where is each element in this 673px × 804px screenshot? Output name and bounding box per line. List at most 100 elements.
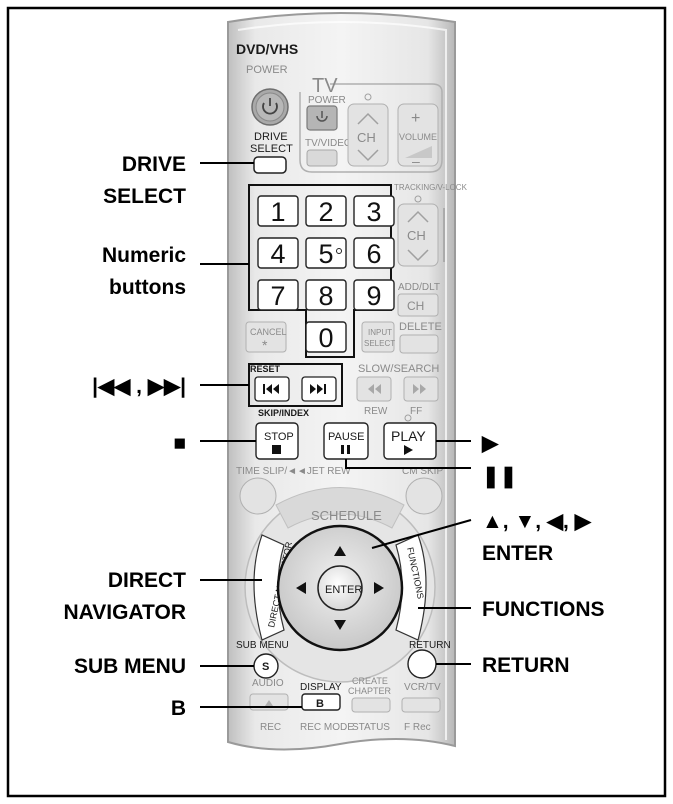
status-label: STATUS: [352, 722, 390, 733]
display-button[interactable]: B: [301, 693, 341, 711]
tv-video-button[interactable]: [306, 149, 338, 167]
dvd-vhs-label: DVD/VHS: [236, 41, 298, 57]
left-arrow-icon: [296, 582, 306, 594]
num-key-4[interactable]: 4: [257, 237, 299, 269]
tv-power-icon: [316, 111, 328, 122]
volume-label: VOLUME: [399, 132, 437, 142]
return-button[interactable]: [407, 649, 437, 679]
drive-label-2: SELECT: [250, 143, 293, 155]
svg-text:+: +: [411, 110, 420, 127]
sub-menu-label: SUB MENU: [236, 640, 289, 651]
schedule-label: SCHEDULE: [311, 508, 382, 523]
add-dlt-button[interactable]: CH: [397, 293, 439, 317]
num-key-0[interactable]: 0: [305, 321, 347, 353]
sub-menu-button[interactable]: S: [253, 653, 279, 679]
schedule-button[interactable]: [275, 487, 405, 529]
volume-rocker[interactable]: + VOLUME –: [397, 103, 439, 169]
down-arrow-icon: [334, 620, 346, 630]
skip-back-icon: [263, 384, 279, 394]
audio-label: AUDIO: [252, 678, 284, 689]
leader-lines: [200, 162, 472, 708]
callout-stop: ■: [173, 432, 186, 455]
pause-label: PAUSE: [328, 431, 364, 443]
tracking-label: TRACKING/V-LOCK: [394, 183, 468, 192]
play-icon: [404, 445, 413, 455]
cancel-button[interactable]: CANCEL *: [245, 321, 287, 353]
pause-button[interactable]: PAUSE: [323, 422, 369, 460]
rec-label: REC: [260, 722, 281, 733]
pause-icon: [341, 445, 350, 454]
delete-button[interactable]: [399, 334, 439, 354]
num-key-8[interactable]: 8: [305, 279, 347, 311]
drive-label-1: DRIVE: [254, 131, 288, 143]
tactile-dot-icon: [336, 248, 342, 254]
callout-drive-select-1: DRIVE: [122, 153, 186, 176]
num-key-label: 2: [318, 197, 333, 227]
num-key-2[interactable]: 2: [305, 195, 347, 227]
vcr-tv-button[interactable]: [401, 697, 441, 713]
cm-skip-button[interactable]: [405, 477, 443, 515]
skip-forward-icon: [310, 384, 326, 394]
functions-button[interactable]: [395, 534, 427, 641]
direct-navigator-button[interactable]: [253, 534, 285, 641]
callout-numeric-1: Numeric: [102, 244, 186, 267]
f-rec-label: F Rec: [404, 722, 431, 733]
callout-functions: FUNCTIONS: [482, 598, 605, 621]
rew-button[interactable]: [356, 376, 392, 402]
audio-icon: [265, 700, 273, 706]
stop-button[interactable]: STOP: [255, 422, 299, 460]
cm-skip-label: CM SKIP: [402, 466, 443, 477]
rec-mode-label: REC MODE: [300, 722, 354, 733]
tv-video-label: TV/VIDEO: [305, 138, 352, 149]
create-chapter-button[interactable]: [351, 697, 391, 713]
time-slip-button[interactable]: [239, 477, 277, 515]
num-key-9[interactable]: 9: [353, 279, 395, 311]
num-key-3[interactable]: 3: [353, 195, 395, 227]
num-key-label: 0: [318, 323, 333, 353]
num-key-1[interactable]: 1: [257, 195, 299, 227]
return-label: RETURN: [409, 640, 451, 651]
ch-rocker-tracking[interactable]: CH: [397, 203, 439, 267]
tv-power-button[interactable]: [306, 105, 338, 131]
tv-label: TV: [312, 75, 338, 97]
num-key-7[interactable]: 7: [257, 279, 299, 311]
rew-icon: [368, 384, 381, 394]
enter-button[interactable]: [317, 565, 363, 611]
callout-numeric-2: buttons: [109, 276, 186, 299]
num-key-label: 6: [366, 239, 381, 269]
num-key-6[interactable]: 6: [353, 237, 395, 269]
num-key-5[interactable]: 5: [305, 237, 347, 269]
input-label-2: SELECT: [364, 339, 395, 348]
stop-icon: [272, 445, 281, 454]
dvd-power-button[interactable]: [251, 88, 289, 126]
callout-b: B: [171, 697, 186, 720]
ch-rocker-top[interactable]: CH: [347, 103, 389, 167]
skip-forward-button[interactable]: [301, 376, 337, 402]
tv-power-label: POWER: [308, 95, 346, 106]
callout-direct-2: NAVIGATOR: [63, 601, 186, 624]
slow-search-label: SLOW/SEARCH: [358, 363, 439, 375]
ff-button[interactable]: [403, 376, 439, 402]
callout-cursor-1: ▲, ▼, ◀, ▶: [482, 510, 592, 533]
drive-select-button[interactable]: [253, 156, 287, 174]
play-label: PLAY: [391, 428, 426, 444]
num-key-label: 7: [270, 281, 285, 311]
play-button[interactable]: PLAY: [383, 422, 437, 460]
callout-sub-menu: SUB MENU: [74, 655, 186, 678]
input-select-button[interactable]: INPUT SELECT: [361, 321, 395, 353]
num-key-label: 1: [270, 197, 285, 227]
add-dlt-label: ADD/DLT: [398, 282, 440, 293]
skip-back-button[interactable]: [254, 376, 290, 402]
power-icon: [262, 98, 278, 115]
display-label: DISPLAY: [300, 682, 342, 693]
ff-icon: [413, 384, 426, 394]
callout-cursor-2: ENTER: [482, 542, 553, 565]
rew-label: REW: [364, 406, 388, 417]
sub-menu-key-label: S: [262, 661, 269, 673]
callout-direct-1: DIRECT: [108, 569, 186, 592]
num-key-label: 9: [366, 281, 381, 311]
skip-index-label: SKIP/INDEX: [258, 408, 309, 418]
reset-label: RESET: [250, 364, 281, 374]
